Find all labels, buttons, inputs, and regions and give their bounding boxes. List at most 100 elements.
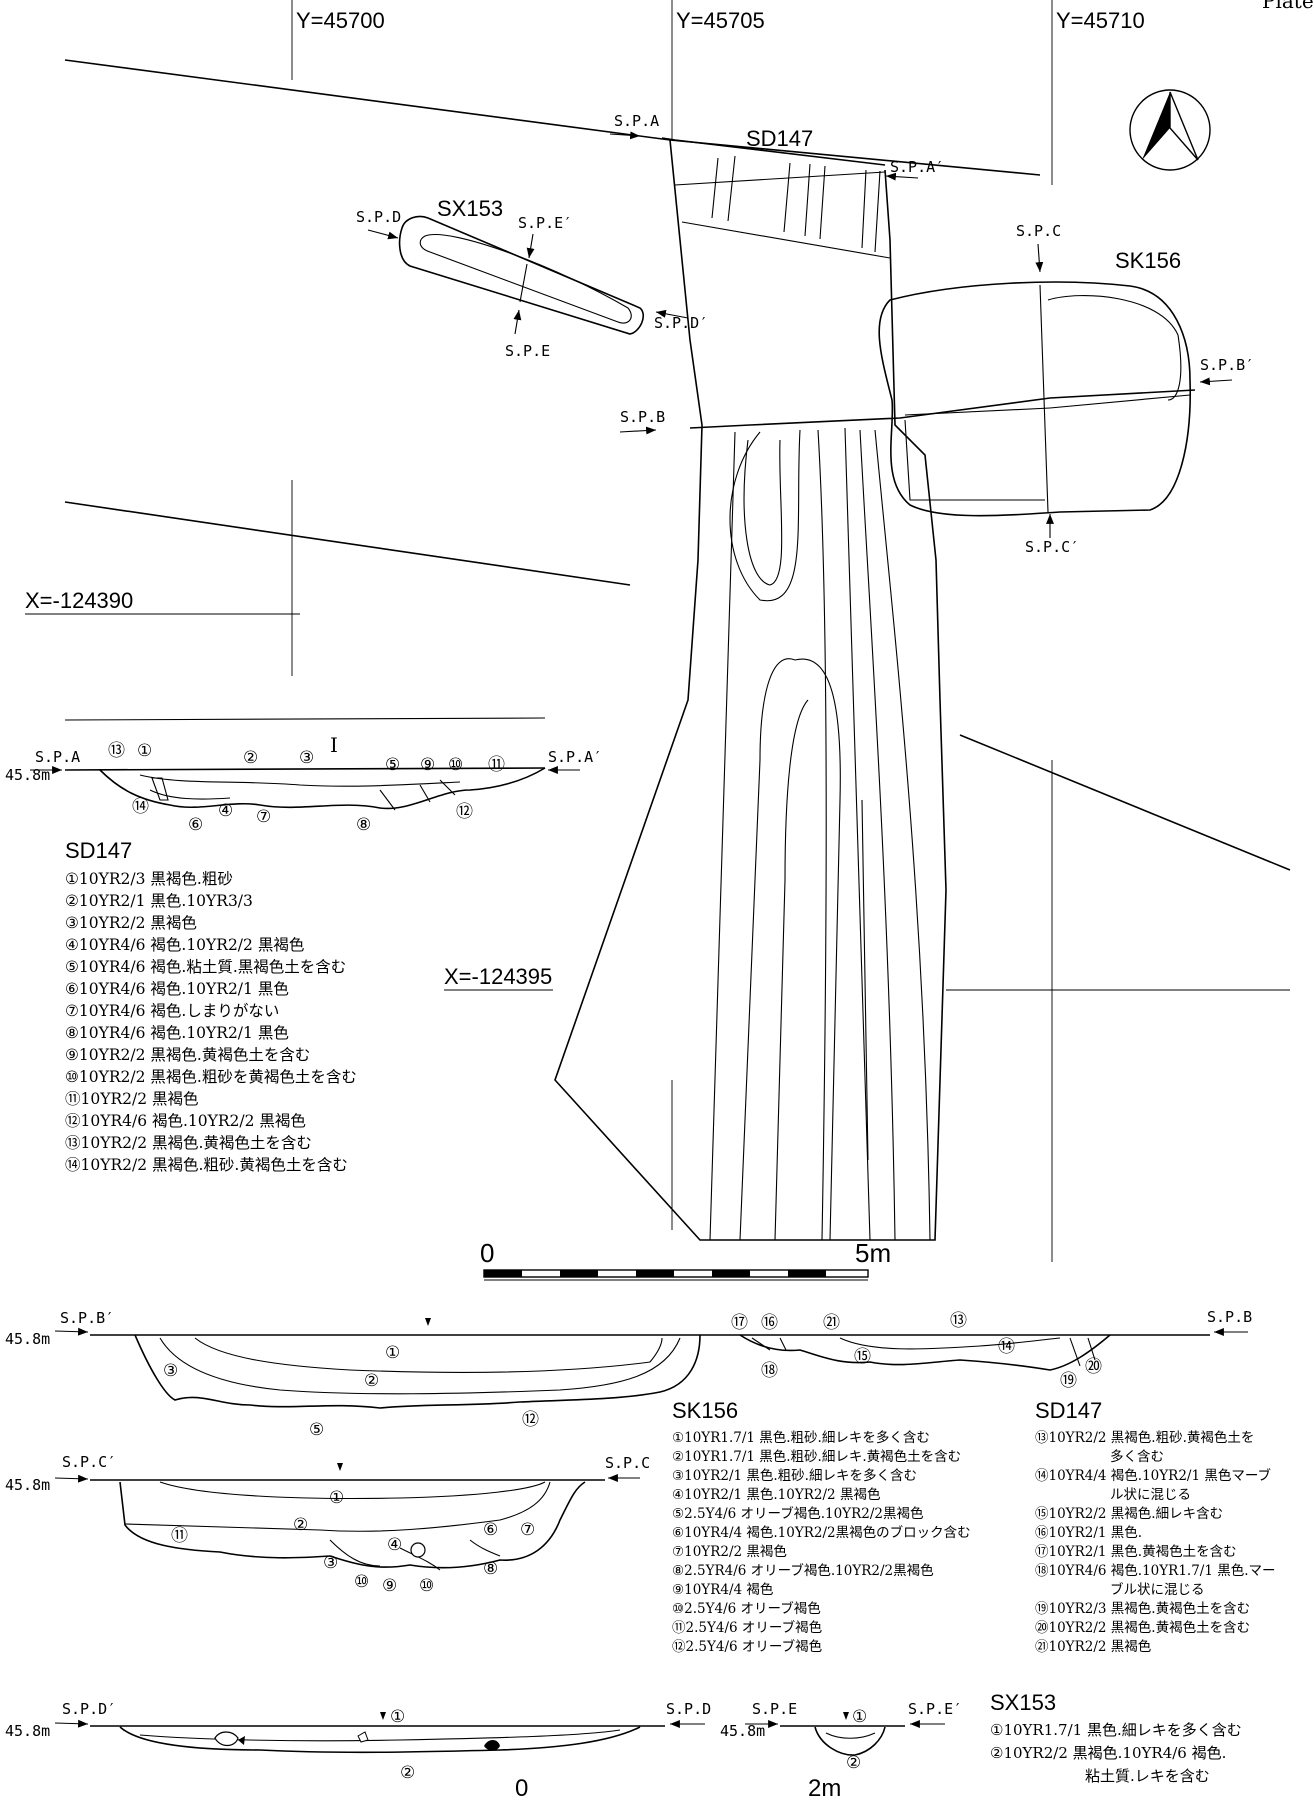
sec-c-n4: ④: [387, 1535, 402, 1555]
sec-e-n1: ①: [852, 1707, 867, 1727]
sec-c-n2: ②: [293, 1515, 308, 1535]
sec-d-n1: ①: [390, 1707, 405, 1727]
legend-sd147-a-item: ⑧10YR4/6 褐色.10YR2/1 黒色: [65, 1024, 289, 1042]
legend-sd147-b-item: ⑱10YR4/6 褐色.10YR1.7/1 黒色.マー: [1035, 1562, 1276, 1579]
sec-c-n6: ⑥: [483, 1520, 498, 1540]
sec-a-n5: ⑤: [385, 755, 400, 775]
sec-b-n1: ①: [385, 1343, 400, 1363]
legend-sk156-item: ②10YR1.7/1 黒色.粗砂.細レキ.黄褐色土を含む: [672, 1448, 961, 1465]
plan-label-sx153: SX153: [437, 196, 503, 221]
sec-a-n13: ⑬: [108, 741, 125, 761]
sec-b-elev: 45.8m: [5, 1330, 50, 1348]
section-e: [780, 1725, 905, 1756]
legend-sd147-a-item: ⑪10YR2/2 黒褐色: [65, 1090, 199, 1108]
plan-spe-prime: S.P.E′: [518, 214, 572, 232]
legend-sx153-item: ①10YR1.7/1 黒色.細レキを多く含む: [990, 1721, 1242, 1739]
sec-b-n17: ⑰: [731, 1313, 748, 1333]
legend-sd147-a-item: ⑬10YR2/2 黒褐色.黄褐色土を含む: [65, 1134, 312, 1152]
legend-sk156-item: ⑫2.5Y4/6 オリーブ褐色: [672, 1638, 822, 1655]
sec-b-n15: ⑮: [854, 1347, 871, 1367]
sec-d-left: S.P.D′: [62, 1700, 116, 1718]
sec-c-n9: ⑨: [382, 1576, 397, 1596]
legend-sk156-item: ⑧2.5YR4/6 オリーブ褐色.10YR2/2黒褐色: [672, 1562, 934, 1579]
plan-spe: S.P.E: [505, 342, 550, 360]
sec-c-n10b: ⑩: [419, 1576, 434, 1596]
sec-a-right: S.P.A′: [548, 748, 602, 766]
legend-sk156-item: ⑪2.5Y4/6 オリーブ褐色: [672, 1619, 822, 1636]
sec-c-n11: ⑪: [171, 1526, 188, 1546]
legend-sd147-a: ①10YR2/3 黒褐色.粗砂 ②10YR2/1 黒色.10YR3/3 ③10Y…: [65, 870, 357, 1174]
sec-a-n14: ⑭: [132, 797, 149, 817]
sec-a-n6: ⑥: [188, 815, 203, 835]
legend-sd147-b-item: ⑯10YR2/1 黒色.: [1035, 1524, 1142, 1541]
sec-a-n10: ⑩: [448, 755, 463, 775]
legend-sk156-item: ⑤2.5Y4/6 オリーブ褐色.10YR2/2黒褐色: [672, 1505, 923, 1522]
scale-2m-zero: 0: [515, 1775, 528, 1800]
sec-a-n3: ③: [299, 748, 314, 768]
sec-d-right: S.P.D: [666, 1700, 711, 1718]
sec-c-n8: ⑧: [483, 1559, 498, 1579]
legend-sd147-a-item: ⑤10YR4/6 褐色.粘土質.黒褐色土を含む: [65, 958, 346, 976]
sec-b-n12: ⑫: [522, 1410, 539, 1430]
legend-sd147-b-title: SD147: [1035, 1398, 1102, 1423]
sec-d-peg-icon: [380, 1712, 386, 1720]
legend-sd147-a-item: ⑨10YR2/2 黒褐色.黄褐色土を含む: [65, 1046, 310, 1064]
legend-sk156-item: ⑦10YR2/2 黒褐色: [672, 1543, 787, 1560]
plan-spc-prime: S.P.C′: [1025, 538, 1079, 556]
sec-c-n1: ①: [329, 1488, 344, 1508]
sec-e-right: S.P.E′: [908, 1700, 962, 1718]
legend-sd147-a-item: ⑦10YR4/6 褐色.しまりがない: [65, 1002, 279, 1020]
sk156-plan: [878, 281, 1192, 517]
sec-c-n3: ③: [323, 1553, 338, 1573]
legend-sd147-b-item: ル状に混じる: [1110, 1487, 1191, 1503]
legend-sd147-b-item: ㉑10YR2/2 黒褐色: [1035, 1638, 1151, 1655]
legend-sd147-a-item: ②10YR2/1 黒色.10YR3/3: [65, 892, 253, 910]
sec-b-n16: ⑯: [761, 1313, 778, 1333]
legend-sd147-b-item: ブル状に混じる: [1110, 1581, 1205, 1598]
sec-a-n2: ②: [243, 748, 258, 768]
grid-label-y45710: Y=45710: [1056, 8, 1145, 33]
north-arrow-icon: [1129, 89, 1211, 171]
plan-label-sd147: SD147: [746, 126, 813, 151]
legend-sd147-b-item: ⑮10YR2/2 黒褐色.細レキ含む: [1035, 1505, 1223, 1522]
legend-sx153-title: SX153: [990, 1690, 1056, 1715]
sec-b-n5: ⑤: [309, 1420, 324, 1440]
plan-spd: S.P.D: [356, 208, 401, 226]
legend-sd147-a-item: ④10YR4/6 褐色.10YR2/2 黒褐色: [65, 936, 304, 954]
scale-5m-zero: 0: [480, 1238, 494, 1268]
sec-a-elev: 45.8m: [5, 766, 50, 784]
sd147-plan: [554, 139, 947, 1241]
legend-sk156-item: ①10YR1.7/1 黒色.粗砂.細レキを多く含む: [672, 1429, 930, 1446]
scale-2m-label: 2m: [808, 1775, 841, 1800]
legend-sk156-item: ⑩2.5Y4/6 オリーブ褐色: [672, 1600, 821, 1617]
grid-lines: [25, 0, 1290, 1262]
legend-sd147-a-title: SD147: [65, 838, 132, 863]
legend-sk156-item: ⑨10YR4/4 褐色: [672, 1581, 773, 1598]
sec-b-right: S.P.B: [1207, 1308, 1252, 1326]
legend-sd147-a-item: ⑩10YR2/2 黒褐色.粗砂を黄褐色土を含む: [65, 1068, 357, 1086]
sec-b-n18: ⑱: [761, 1361, 778, 1381]
plan-spb-prime: S.P.B′: [1200, 356, 1254, 374]
sec-d-elev: 45.8m: [5, 1722, 50, 1740]
legend-sd147-a-item: ①10YR2/3 黒褐色.粗砂: [65, 870, 233, 888]
sec-d-n2: ②: [400, 1763, 415, 1783]
legend-sx153-item: ②10YR2/2 黒褐色.10YR4/6 褐色.: [990, 1744, 1226, 1762]
plate-label: Plate: [1262, 0, 1314, 13]
plan-label-sk156: SK156: [1115, 248, 1181, 273]
legend-sd147-b-item: ⑲10YR2/3 黒褐色.黄褐色土を含む: [1035, 1600, 1250, 1617]
sec-c-n7: ⑦: [520, 1520, 535, 1540]
plan-spc: S.P.C: [1016, 222, 1061, 240]
legend-sk156-item: ③10YR2/1 黒色.粗砂.細レキを多く含む: [672, 1467, 917, 1484]
sec-c-left: S.P.C′: [62, 1453, 116, 1471]
grid-label-x124390: X=-124390: [25, 588, 133, 613]
sec-b-n2: ②: [364, 1371, 379, 1391]
sec-b-n19: ⑲: [1060, 1371, 1077, 1391]
sec-b-n14: ⑭: [998, 1337, 1015, 1357]
sec-c-elev: 45.8m: [5, 1476, 50, 1494]
sec-b-peg-icon: [425, 1318, 431, 1326]
section-lines: [661, 137, 1196, 429]
sec-a-n12: ⑫: [456, 802, 473, 822]
legend-sd147-a-item: ⑥10YR4/6 褐色.10YR2/1 黒色: [65, 980, 289, 998]
sec-c-peg-icon: [337, 1463, 343, 1471]
